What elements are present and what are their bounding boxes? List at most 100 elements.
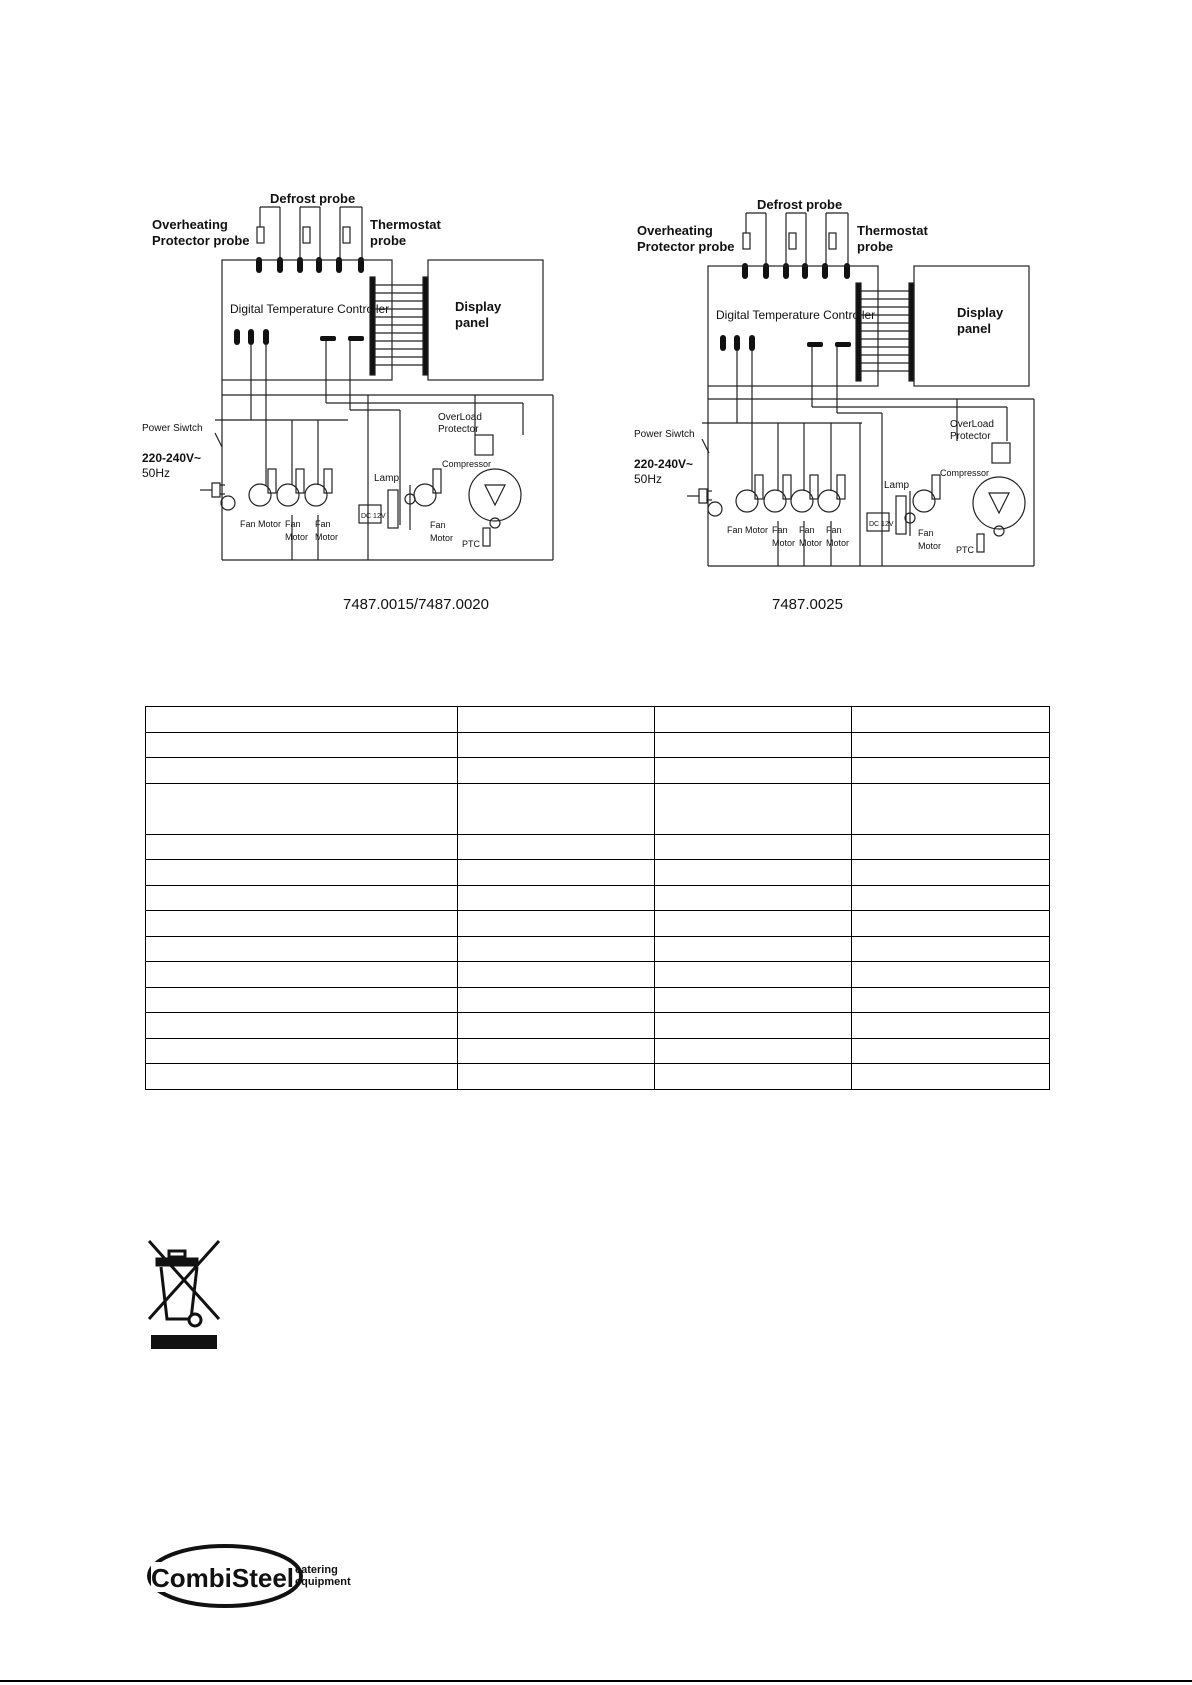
thermostat-label: Thermostat xyxy=(857,223,928,238)
table-cell xyxy=(145,782,458,835)
thermostat-probe-label: probe xyxy=(857,239,893,254)
plug-icon xyxy=(687,488,723,517)
table-cell xyxy=(145,935,458,962)
table-cell xyxy=(851,935,1050,962)
controller-label: Digital Temperature Controller xyxy=(230,302,389,316)
table-cell xyxy=(145,986,458,1013)
table-cell xyxy=(654,1063,852,1090)
diagram-1-caption: 7487.0015/7487.0020 xyxy=(343,596,489,613)
panel-label: panel xyxy=(957,321,991,336)
table-cell xyxy=(457,859,655,886)
crossed-out-wheelie-bin-icon xyxy=(145,1237,225,1357)
table-row xyxy=(145,731,1050,758)
table-row xyxy=(145,884,1050,911)
table-cell xyxy=(654,782,852,835)
logo-tagline-2: equipment xyxy=(295,1576,351,1588)
overload-label: OverLoad xyxy=(950,419,994,430)
controller-box xyxy=(707,265,879,387)
controller-label: Digital Temperature Controller xyxy=(716,308,875,322)
display-label: Display xyxy=(455,299,502,314)
diagram-2-caption: 7487.0025 xyxy=(772,596,843,613)
overheating-label: Overheating xyxy=(637,223,713,238)
fan-motor-label-1: Fan Motor xyxy=(240,519,281,529)
table-cell xyxy=(457,884,655,911)
overheating-label: Overheating xyxy=(152,217,228,232)
combisteel-logo: CombiSteel catering equipment xyxy=(145,1540,365,1615)
motor-label-2: Motor xyxy=(285,532,308,542)
table-row xyxy=(145,1012,1050,1039)
table-cell xyxy=(457,1063,655,1090)
defrost-probe-label: Defrost probe xyxy=(270,191,355,206)
ptc-label: PTC xyxy=(462,539,481,549)
ribbon-cable xyxy=(855,282,915,382)
plug-icon xyxy=(200,482,236,511)
controller-box xyxy=(221,259,393,381)
dc-label: DC 12V xyxy=(361,513,386,520)
table-cell xyxy=(145,961,458,988)
table-cell xyxy=(851,706,1050,733)
table-cell xyxy=(457,1037,655,1064)
motor-label-4: Motor xyxy=(430,533,453,543)
table-row xyxy=(145,833,1050,860)
table-cell xyxy=(654,935,852,962)
motor-label-5: Motor xyxy=(918,541,941,551)
defrost-probe-label: Defrost probe xyxy=(757,197,842,212)
table-cell xyxy=(654,1037,852,1064)
terminal-pins xyxy=(234,257,364,345)
table-cell xyxy=(145,731,458,758)
table-cell xyxy=(145,859,458,886)
fan-label-4: Fan xyxy=(430,520,446,530)
table-cell xyxy=(457,757,655,784)
logo-brand-text: CombiSteel xyxy=(151,1563,294,1593)
fan-motors xyxy=(735,474,941,513)
fan-label-2: Fan xyxy=(285,519,301,529)
table-row xyxy=(145,986,1050,1013)
circuit-wires xyxy=(702,347,1035,567)
table-cell xyxy=(851,833,1050,860)
fan-label-4: Fan xyxy=(826,525,842,535)
table-cell xyxy=(851,986,1050,1013)
table-cell xyxy=(654,706,852,733)
fan-label-3: Fan xyxy=(799,525,815,535)
specification-table xyxy=(145,706,1050,1090)
motor-label-4: Motor xyxy=(826,538,849,548)
compressor-label: Compressor xyxy=(442,459,491,469)
dc-power-box xyxy=(358,504,382,524)
voltage-label: 220-240V~ xyxy=(142,451,201,465)
page-bottom-rule xyxy=(0,1680,1192,1682)
table-cell xyxy=(851,782,1050,835)
table-cell xyxy=(457,961,655,988)
frequency-label: 50Hz xyxy=(142,466,170,480)
compressor-symbol xyxy=(468,468,522,522)
fan-label-2: Fan xyxy=(772,525,788,535)
panel-label: panel xyxy=(455,315,489,330)
lamp-label: Lamp xyxy=(884,480,909,491)
table-cell xyxy=(457,935,655,962)
table-cell xyxy=(457,731,655,758)
terminal-pins xyxy=(720,263,851,351)
table-cell xyxy=(851,1037,1050,1064)
table-cell xyxy=(851,757,1050,784)
table-cell xyxy=(457,986,655,1013)
table-cell xyxy=(851,961,1050,988)
fan-label-5: Fan xyxy=(918,528,934,538)
fan-label-3: Fan xyxy=(315,519,331,529)
table-row xyxy=(145,1063,1050,1090)
table-cell xyxy=(457,706,655,733)
table-row xyxy=(145,782,1050,835)
table-cell xyxy=(654,731,852,758)
display-panel-box xyxy=(913,265,1030,387)
logo-tagline-1: catering xyxy=(295,1564,338,1576)
display-label: Display xyxy=(957,305,1004,320)
table-cell xyxy=(851,859,1050,886)
dc-power-box xyxy=(866,512,890,532)
table-cell xyxy=(145,910,458,937)
table-cell xyxy=(145,884,458,911)
table-cell xyxy=(851,1012,1050,1039)
table-cell xyxy=(457,782,655,835)
table-cell xyxy=(654,986,852,1013)
ptc-label: PTC xyxy=(956,545,975,555)
table-row xyxy=(145,859,1050,886)
ribbon-cable xyxy=(369,276,429,376)
power-switch-label: Power Siwtch xyxy=(634,429,695,440)
